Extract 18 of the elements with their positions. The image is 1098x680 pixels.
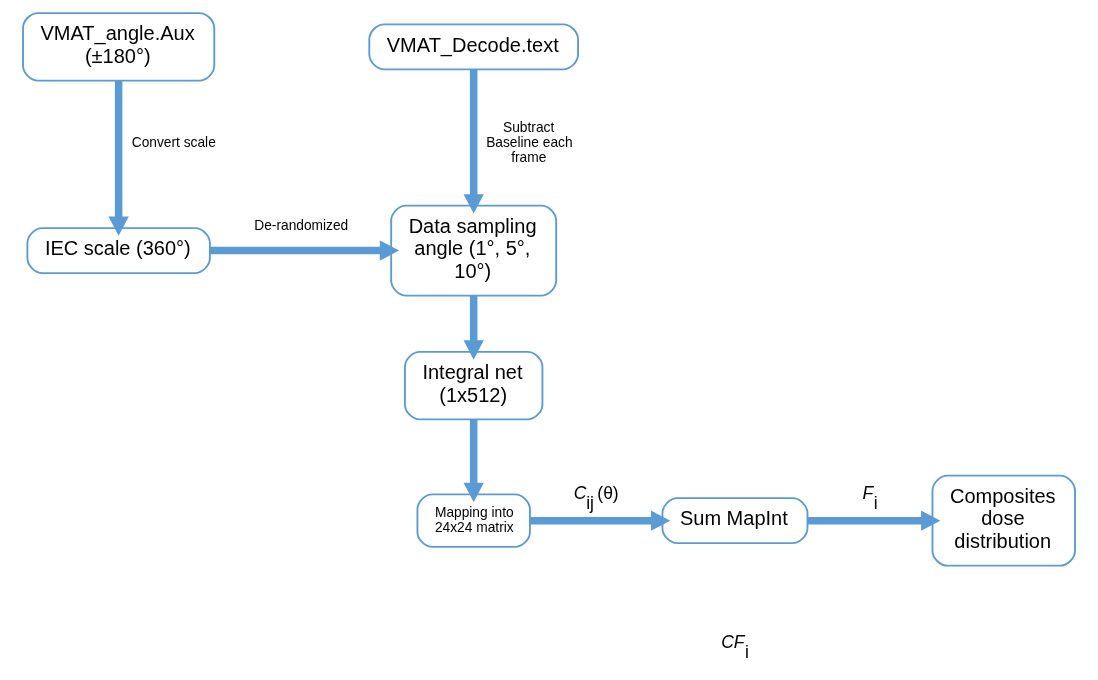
edge-label: De-randomized [254,218,349,234]
node-box: IEC scale (360°) [26,227,211,275]
node-box: Composites dose distribution [931,474,1076,567]
node-box: Data sampling angle (1°, 5°, 10°) [390,204,558,297]
edge-label: Subtract Baseline each frame [486,119,573,165]
node-box: Integral net (1x512) [404,350,544,421]
arrow [463,419,484,503]
arrow [463,295,484,360]
arrow [807,510,941,531]
edge-label: Convert scale [131,134,216,150]
arrow [210,240,400,261]
arrow [108,80,129,236]
node-box: VMAT_Decode.text [368,23,579,71]
node-box: Sum MapInt [661,497,809,545]
node-box: Mapping into 24x24 matrix [416,493,531,548]
arrow [530,510,671,531]
arrow [463,69,484,214]
node-box: VMAT_angle.Aux (±180°) [22,12,216,82]
